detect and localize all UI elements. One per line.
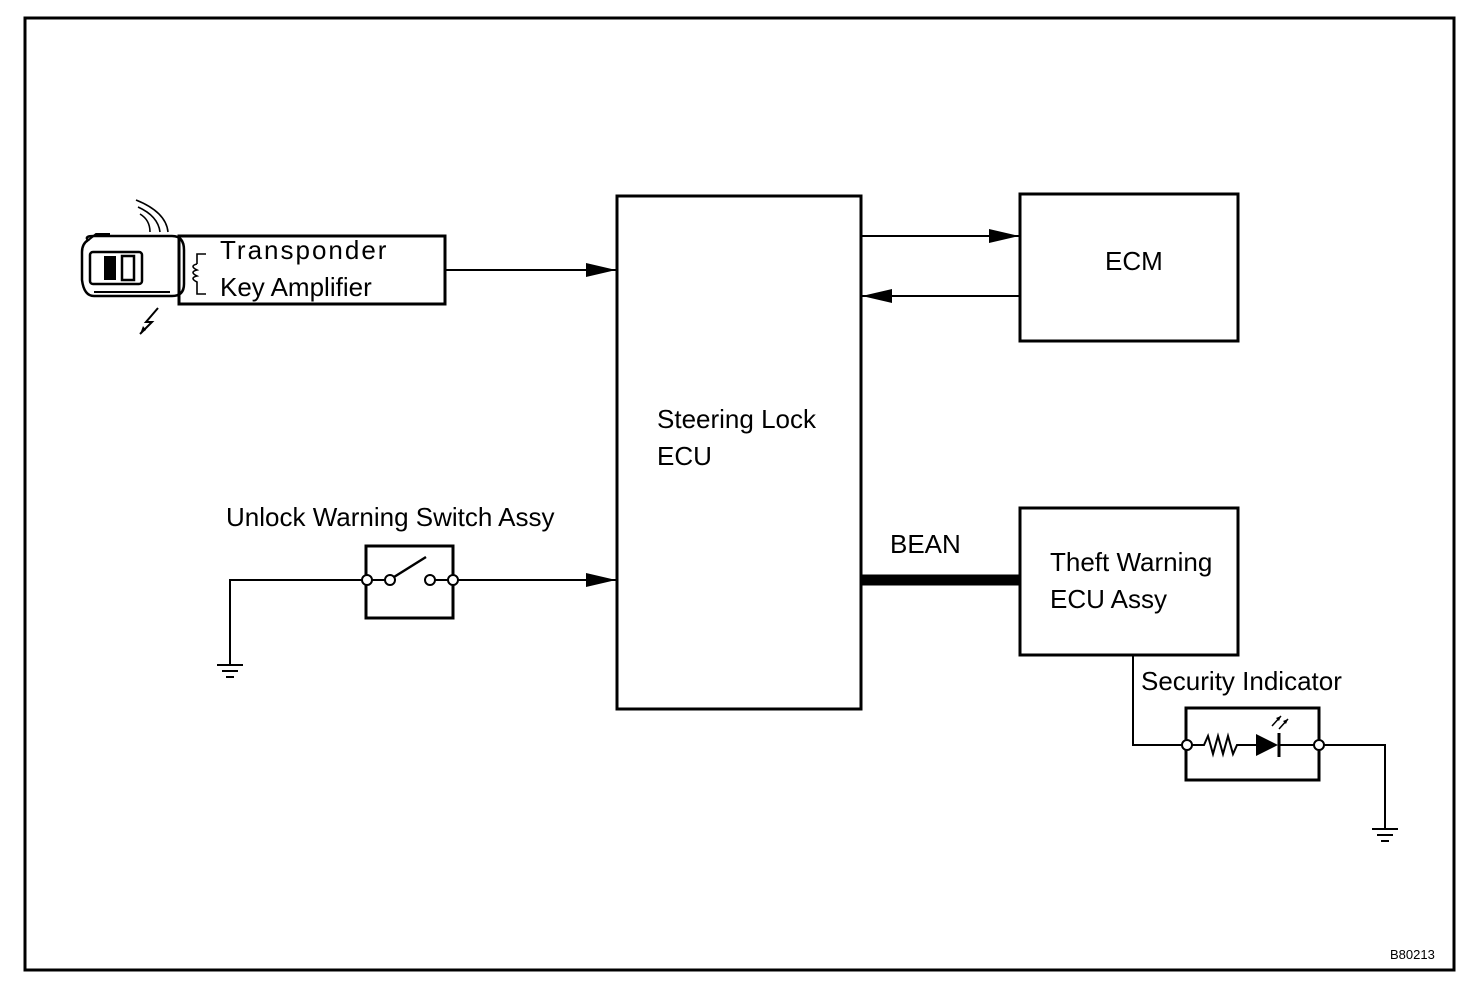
theft-warning-label-line1: Theft Warning (1050, 547, 1212, 577)
ground-symbol-left (217, 664, 243, 678)
theft-warning-label-line2: ECU Assy (1050, 584, 1167, 614)
key-fob-icon (80, 233, 186, 298)
switch-ground-wire (229, 579, 362, 664)
figure-code: B80213 (1390, 947, 1435, 962)
unlock-switch-label: Unlock Warning Switch Assy (226, 502, 554, 532)
led-icon (1256, 715, 1325, 757)
theft-to-indicator-wire (1132, 655, 1182, 746)
steering-lock-label-line1: Steering Lock (657, 404, 817, 434)
security-indicator-label: Security Indicator (1141, 666, 1342, 696)
transponder-label-line1: Transponder (220, 235, 388, 265)
ground-symbol-right (1372, 828, 1398, 842)
diagram-frame (23, 16, 1456, 972)
antenna-coil-icon (192, 253, 206, 295)
switch-contact-icon (361, 555, 459, 586)
transponder-label-line2: Key Amplifier (220, 272, 372, 302)
theft-warning-ecu-box (1018, 506, 1240, 657)
ecm-label: ECM (1105, 246, 1163, 276)
steering-lock-ecu-box (615, 194, 863, 711)
resistor-icon (1181, 732, 1256, 758)
unlock-switch-box (364, 544, 455, 620)
steering-lock-label-line2: ECU (657, 441, 712, 471)
lightning-icon (139, 307, 159, 335)
radio-waves-icon (135, 199, 169, 233)
ecm-box (1018, 192, 1240, 343)
bean-label: BEAN (890, 529, 961, 559)
indicator-ground-wire (1324, 744, 1386, 828)
